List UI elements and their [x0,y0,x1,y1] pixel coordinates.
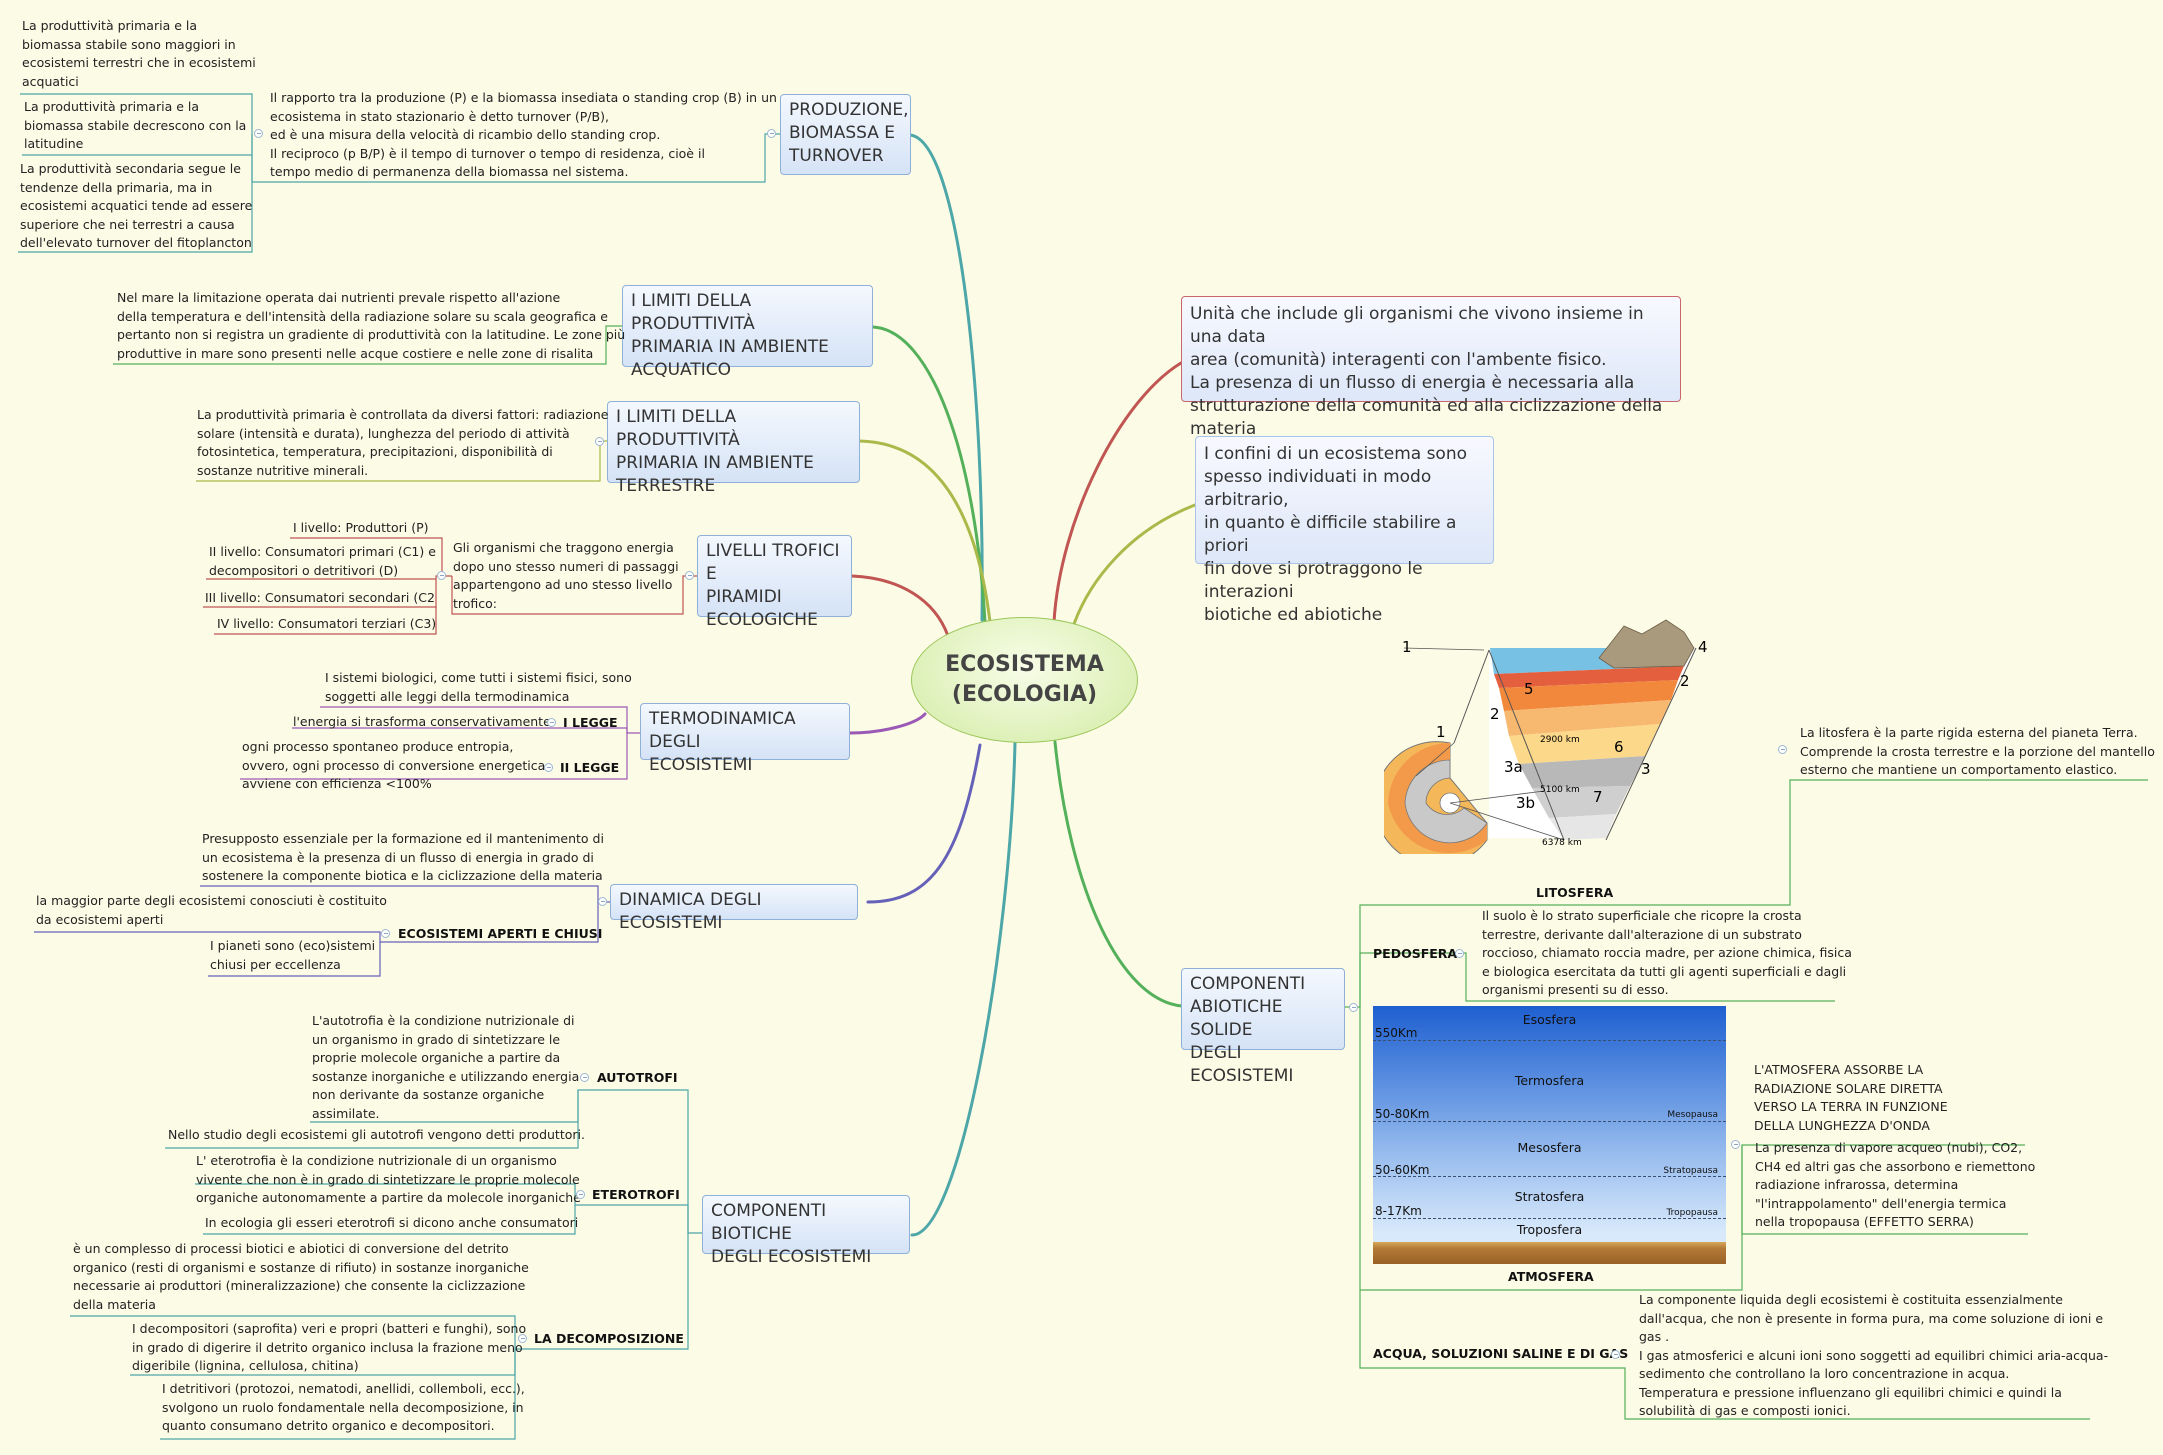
collapse-toggle-icon[interactable] [1349,1003,1358,1012]
collapse-toggle-icon[interactable] [685,571,694,580]
earth-label-1: 1 [1402,638,1412,656]
collapse-toggle-icon[interactable] [1731,1140,1740,1149]
note-detritivori: I detritivori (protozoi, nematodi, anell… [162,1381,525,1433]
note-acqua: La componente liquida degli ecosistemi è… [1639,1292,2109,1418]
layer-termosfera: Termosfera [1514,1073,1585,1088]
collapse-toggle-icon[interactable] [381,929,390,938]
topic-componenti-abiotiche[interactable]: COMPONENTI ABIOTICHE SOLIDE DEGLI ECOSIS… [1181,968,1345,1086]
altitude-8-17km: 8-17Km [1375,1204,1422,1218]
note-atmosfera-radiazione: L'ATMOSFERA ASSORBE LA RADIAZIONE SOLARE… [1754,1062,1948,1133]
pedosfera-label[interactable]: PEDOSFERA [1373,946,1458,961]
earth-label-1-lower: 1 [1436,723,1446,741]
definition-ecosistema[interactable]: Unità che include gli organismi che vivo… [1181,296,1681,439]
earth-label-2-left: 2 [1490,705,1500,723]
ground-strip [1373,1242,1726,1264]
note-ecosistemi-aperti: la maggior parte degli ecosistemi conosc… [36,893,387,927]
topic-termodinamica[interactable]: TERMODINAMICA DEGLI ECOSISTEMI [640,703,850,775]
collapse-toggle-icon[interactable] [595,437,604,446]
topic-dinamica[interactable]: DINAMICA DEGLI ECOSISTEMI [610,884,858,933]
livello-2: II livello: Consumatori primari (C1) e d… [209,544,436,578]
layer-stratosfera: Stratosfera [1514,1189,1585,1204]
legge-1-text: l'energia si trasforma conservativamente [293,714,551,729]
collapse-toggle-icon[interactable] [767,129,776,138]
label-stratopausa: Stratopausa [1663,1166,1718,1176]
label-mesopausa: Mesopausa [1667,1110,1718,1120]
legge-1-label[interactable]: I LEGGE [563,715,618,730]
collapse-toggle-icon[interactable] [598,897,607,906]
livello-3: III livello: Consumatori secondari (C2 [205,590,435,605]
note-limiti-terrestre: La produttività primaria è controllata d… [197,407,609,478]
earth-label-2900km: 2900 km [1540,735,1580,745]
earth-label-3: 3 [1641,760,1651,778]
note-litosfera: La litosfera è la parte rigida esterna d… [1800,725,2155,777]
note-autotrofia: L'autotrofia è la condizione nutrizional… [312,1013,580,1121]
autotrofi-label[interactable]: AUTOTROFI [597,1070,678,1085]
note-turnover: Il rapporto tra la produzione (P) e la b… [270,90,777,179]
collapse-toggle-icon[interactable] [1778,745,1787,754]
central-topic[interactable]: ECOSISTEMA (ECOLOGIA) [911,617,1138,743]
note-effetto-serra: La presenza di vapore acqueo (nubi), CO2… [1755,1140,2036,1229]
topic-limiti-terrestre[interactable]: I LIMITI DELLA PRODUTTIVITÀ PRIMARIA IN … [607,401,860,496]
collapse-toggle-icon[interactable] [547,718,556,727]
livello-1: I livello: Produttori (P) [293,520,429,535]
earth-label-7: 7 [1593,788,1603,806]
note-pedosfera: Il suolo è lo strato superficiale che ri… [1482,908,1852,997]
earth-label-3a: 3a [1504,758,1523,776]
note-eterotrofia: L' eterotrofia è la condizione nutrizion… [196,1153,581,1205]
collapse-toggle-icon[interactable] [1455,949,1464,958]
note-produttivita-terrestri: La produttività primaria e la biomassa s… [22,18,256,89]
legge-2-text: ogni processo spontaneo produce entropia… [242,739,546,791]
livello-4: IV livello: Consumatori terziari (C3) [217,616,437,631]
topic-livelli-trofici[interactable]: LIVELLI TROFICI E PIRAMIDI ECOLOGICHE [697,535,852,630]
note-limiti-acquatico: Nel mare la limitazione operata dai nutr… [117,290,626,361]
collapse-toggle-icon[interactable] [576,1190,585,1199]
altitude-50-60km: 50-60Km [1375,1163,1430,1177]
earth-label-6378km: 6378 km [1542,838,1582,848]
collapse-toggle-icon[interactable] [437,571,446,580]
legge-2-label[interactable]: II LEGGE [560,760,620,775]
label-tropopausa: Tropopausa [1666,1208,1718,1218]
litosfera-label[interactable]: LITOSFERA [1536,885,1614,900]
earth-label-5100km: 5100 km [1540,785,1580,795]
earth-label-6: 6 [1614,738,1624,756]
layer-mesosfera: Mesosfera [1517,1140,1582,1155]
earth-layers-diagram: 1 4 5 2 2 1 2900 km 6 3a 3 5100 km 7 3b … [1384,619,1708,854]
altitude-550km: 550Km [1375,1026,1418,1040]
earth-label-5: 5 [1524,680,1534,698]
note-pianeti-chiusi: I pianeti sono (eco)sistemi chiusi per e… [210,938,376,972]
note-dinamica: Presupposto essenziale per la formazione… [202,831,604,883]
acqua-label[interactable]: ACQUA, SOLUZIONI SALINE E DI GAS [1373,1346,1629,1361]
altitude-50-80km: 50-80Km [1375,1107,1430,1121]
decomposizione-label[interactable]: LA DECOMPOSIZIONE [534,1331,684,1346]
note-decomposizione: è un complesso di processi biotici e abi… [73,1241,529,1312]
topic-produzione-biomassa-turnover[interactable]: PRODUZIONE, BIOMASSA E TURNOVER [780,94,911,175]
layer-troposfera: Troposfera [1516,1222,1583,1237]
collapse-toggle-icon[interactable] [518,1334,527,1343]
eterotrofi-label[interactable]: ETEROTROFI [592,1187,680,1202]
topic-componenti-biotiche[interactable]: COMPONENTI BIOTICHE DEGLI ECOSISTEMI [702,1195,910,1267]
atmosphere-diagram: Esosfera 550Km Termosfera 50-80Km Mesopa… [1373,1006,1726,1264]
note-eterotrofi-consumatori: In ecologia gli esseri eterotrofi si dic… [205,1215,579,1230]
earth-label-4: 4 [1698,638,1708,656]
collapse-toggle-icon[interactable] [1611,1350,1620,1359]
collapse-toggle-icon[interactable] [254,129,263,138]
topic-limiti-acquatico[interactable]: I LIMITI DELLA PRODUTTIVITÀ PRIMARIA IN … [622,285,873,380]
atmosfera-label[interactable]: ATMOSFERA [1508,1269,1594,1284]
note-livelli-trofici: Gli organismi che traggono energia dopo … [453,540,679,611]
note-autotrofi-produttori: Nello studio degli ecosistemi gli autotr… [168,1127,585,1142]
collapse-toggle-icon[interactable] [544,763,553,772]
layer-esosfera: Esosfera [1522,1012,1577,1027]
note-decompositori: I decompositori (saprofita) veri e propr… [132,1321,527,1373]
earth-label-3b: 3b [1516,794,1535,812]
ecosistemi-aperti-chiusi-label[interactable]: ECOSISTEMI APERTI E CHIUSI [398,926,603,941]
note-termodinamica: I sistemi biologici, come tutti i sistem… [325,670,632,704]
note-produttivita-secondaria: La produttività secondaria segue le tend… [20,161,253,250]
collapse-toggle-icon[interactable] [580,1073,589,1082]
earth-label-2-right: 2 [1680,672,1690,690]
definition-confini[interactable]: I confini di un ecosistema sono spesso i… [1195,436,1494,625]
note-produttivita-latitudine: La produttività primaria e la biomassa s… [24,99,247,151]
